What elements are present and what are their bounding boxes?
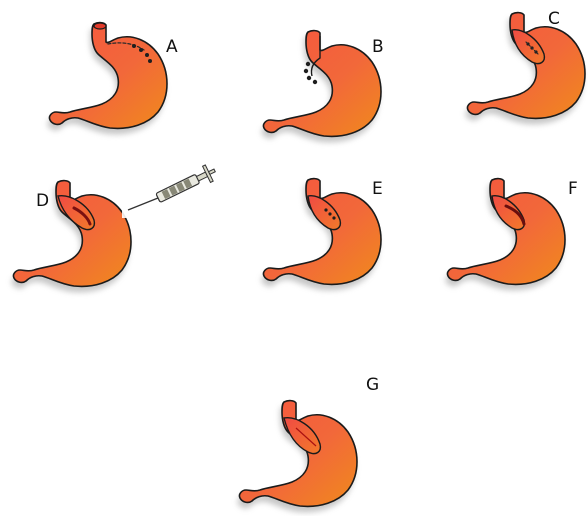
panel-label-b: B	[372, 37, 384, 57]
panel-label-e: E	[372, 179, 383, 199]
panel-label-a: A	[166, 37, 178, 57]
panel-label-d: D	[36, 191, 49, 211]
panel-label-f: F	[568, 179, 578, 199]
panel-a	[47, 23, 167, 135]
panel-d	[11, 181, 136, 293]
panel-e	[261, 179, 381, 291]
panel-label-g: G	[366, 375, 379, 395]
panel-c	[465, 13, 585, 125]
panel-label-c: C	[548, 9, 560, 29]
panel-b	[261, 31, 381, 143]
syringe-icon	[128, 162, 219, 210]
panel-f	[445, 179, 565, 291]
panel-g	[237, 401, 357, 513]
